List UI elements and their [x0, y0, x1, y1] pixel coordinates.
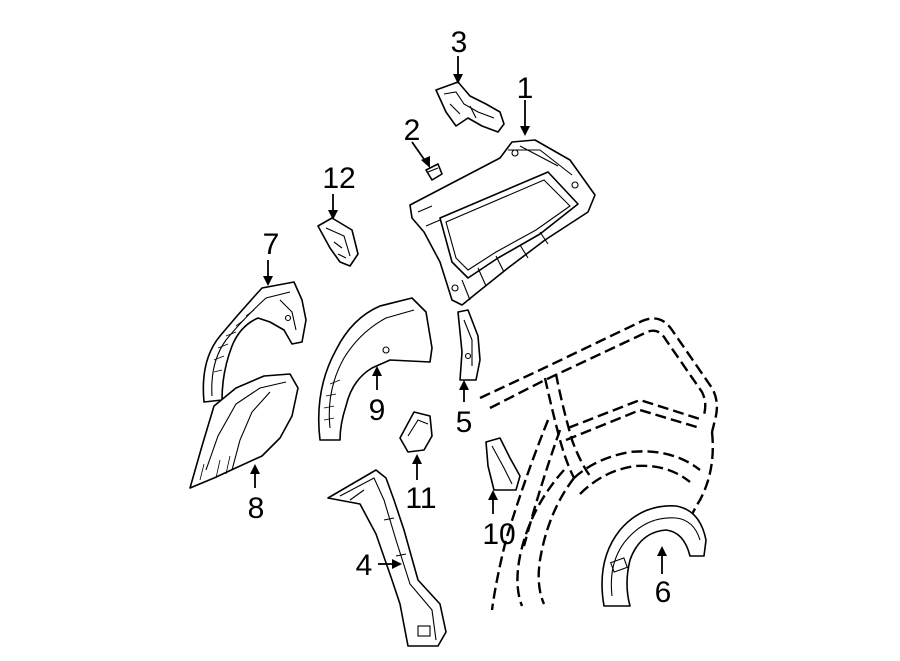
part-3-upper-bracket [435, 81, 505, 133]
part-9-inner-wheelhouse [317, 297, 433, 441]
callout-2: 2 [404, 114, 421, 147]
callout-6: 6 [655, 576, 672, 609]
callout-4: 4 [356, 549, 373, 582]
part-6-wheelhouse-liner [601, 505, 707, 607]
callout-12: 12 [322, 162, 355, 195]
callout-11: 11 [405, 482, 436, 515]
arrowhead-2 [421, 156, 430, 168]
callout-3: 3 [451, 26, 468, 59]
callout-7: 7 [263, 228, 280, 261]
arrowhead-10 [488, 490, 498, 500]
arrowhead-9 [372, 366, 382, 376]
arrowhead-3 [453, 74, 463, 84]
arrowhead-4 [392, 559, 402, 569]
part-4-d-pillar [327, 469, 447, 647]
callout-5: 5 [456, 406, 473, 439]
arrowhead-1 [520, 126, 530, 136]
arrowhead-11 [412, 454, 422, 464]
part-12-bracket [317, 217, 359, 267]
part-11-bracket [399, 411, 433, 453]
part-7-wheelhouse-outer [202, 281, 307, 403]
arrowhead-5 [459, 380, 469, 390]
arrowhead-6 [657, 546, 667, 556]
part-10-bracket [485, 437, 521, 491]
arrowhead-7 [263, 276, 273, 286]
callout-9: 9 [369, 394, 386, 427]
part-8-wheelhouse-liner [189, 373, 299, 489]
arrow-2 [411, 141, 427, 163]
part-1-quarter-inner-panel [409, 139, 596, 306]
callout-10: 10 [482, 518, 515, 551]
vehicle-body-outline [479, 317, 719, 611]
callout-arrows [250, 56, 667, 574]
callout-8: 8 [248, 492, 265, 525]
part-5-pillar-reinforcement [457, 309, 481, 381]
callout-1: 1 [517, 72, 534, 105]
arrowhead-8 [250, 464, 260, 474]
callout-labels: 1 2 3 4 5 6 7 8 9 10 11 12 [248, 26, 672, 609]
arrowhead-12 [328, 210, 338, 220]
